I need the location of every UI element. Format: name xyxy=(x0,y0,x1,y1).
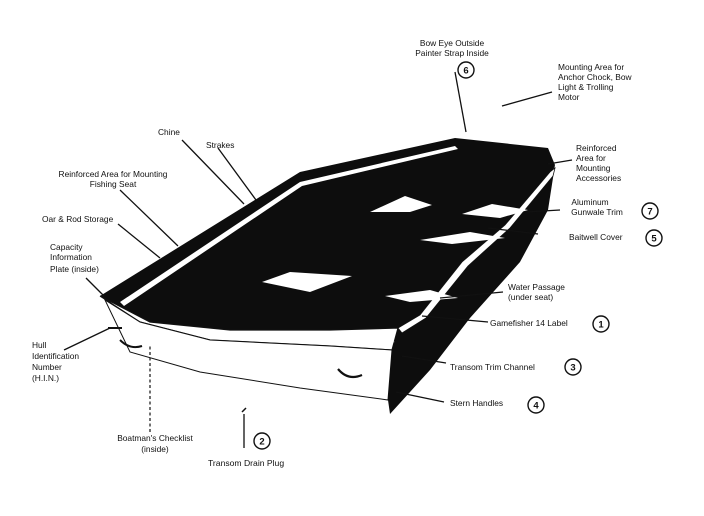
bow-handle xyxy=(119,339,143,349)
callout-4-circle xyxy=(527,396,545,414)
label-aluminum-line1: Aluminum xyxy=(571,197,608,207)
label-reinforced-acc-line3: Mounting xyxy=(576,163,611,173)
label-stern-handles: Stern Handles xyxy=(450,398,503,408)
callout-3-number: 3 xyxy=(570,363,575,374)
leader-hull-id xyxy=(63,327,111,351)
label-capacity-line2: Information xyxy=(50,252,92,262)
label-baitwell: Baitwell Cover xyxy=(569,232,623,242)
label-reinforced-seat-line2: Fishing Seat xyxy=(90,179,137,189)
label-hull-line4: (H.I.N.) xyxy=(32,373,59,383)
label-bow-eye-line1: Bow Eye Outside xyxy=(420,38,485,48)
leader-strakes xyxy=(217,147,257,201)
callout-6-circle xyxy=(457,61,475,79)
label-reinforced-acc-line1: Reinforced xyxy=(576,143,617,153)
leader-gamefisher xyxy=(421,315,489,323)
leader-baitwell xyxy=(487,227,539,235)
label-reinforced-accessories: Reinforced Area for Mounting Accessories xyxy=(576,143,621,183)
seat-patch-bow xyxy=(370,196,432,212)
label-hull-line1: Hull xyxy=(32,340,47,350)
leader-stern-handles xyxy=(395,391,445,403)
label-checklist-line2: (inside) xyxy=(141,444,169,454)
callout-1: 1 xyxy=(592,315,610,333)
seat-patch-stern xyxy=(330,336,395,346)
callout-5-circle xyxy=(645,229,663,247)
label-mounting-area: Mounting Area for Anchor Chock, Bow Ligh… xyxy=(558,62,632,102)
label-hull-line2: Identification xyxy=(32,351,79,361)
boat-illustration xyxy=(99,138,556,414)
label-checklist-line1: Boatman's Checklist xyxy=(117,433,193,443)
label-strakes: Strakes xyxy=(206,140,234,150)
seat-patch-mid xyxy=(420,232,505,244)
label-drain-plug: Transom Drain Plug xyxy=(208,458,284,468)
leader-transom-trim xyxy=(401,355,447,364)
callout-5: 5 xyxy=(645,229,663,247)
hin-mark xyxy=(108,327,122,329)
callout-7-circle xyxy=(641,202,659,220)
label-bow-eye: Bow Eye Outside Painter Strap Inside xyxy=(415,38,489,58)
label-mounting-area-line2: Anchor Chock, Bow xyxy=(558,72,632,82)
label-transom-trim: Transom Trim Channel xyxy=(450,362,535,372)
leader-aluminum xyxy=(525,209,561,213)
label-capacity-line1: Capacity xyxy=(50,242,83,252)
drain-plug-mark xyxy=(241,407,247,413)
label-mounting-area-line4: Motor xyxy=(558,92,580,102)
callout-4: 4 xyxy=(527,396,545,414)
label-capacity-line3: Plate (inside) xyxy=(50,264,99,274)
boat-interior xyxy=(100,138,555,330)
callout-5-number: 5 xyxy=(651,234,657,245)
callout-1-number: 1 xyxy=(598,320,604,331)
seat-patch-center xyxy=(262,272,352,292)
leader-chine xyxy=(181,139,245,205)
leader-reinforced-seat xyxy=(119,189,179,247)
label-oar-rod: Oar & Rod Storage xyxy=(42,214,114,224)
callout-2-number: 2 xyxy=(259,437,264,448)
label-water-passage: Water Passage (under seat) xyxy=(508,282,565,302)
label-reinforced-acc-line4: Accessories xyxy=(576,173,621,183)
callout-3-circle xyxy=(564,358,582,376)
stern-handle xyxy=(337,368,363,379)
label-capacity: Capacity Information Plate (inside) xyxy=(50,242,99,274)
callout-7-number: 7 xyxy=(647,207,652,218)
leader-water xyxy=(439,291,504,299)
seat-patch-center-2 xyxy=(385,290,458,302)
callout-4-number: 4 xyxy=(533,401,539,412)
leader-oar-rod xyxy=(117,223,161,259)
leader-bow-eye xyxy=(454,71,467,133)
leader-lines xyxy=(63,71,573,448)
label-reinforced-seat-line1: Reinforced Area for Mounting xyxy=(59,169,168,179)
callout-2: 2 xyxy=(253,432,271,450)
transom xyxy=(388,165,555,414)
label-hull-line3: Number xyxy=(32,362,62,372)
label-bow-eye-line2: Painter Strap Inside xyxy=(415,48,489,58)
label-water-line2: (under seat) xyxy=(508,292,553,302)
seat-patch-bow-2 xyxy=(462,204,528,218)
callout-6: 6 xyxy=(457,61,475,79)
leader-capacity xyxy=(85,277,105,297)
label-checklist: Boatman's Checklist (inside) xyxy=(117,433,193,454)
label-mounting-area-line1: Mounting Area for xyxy=(558,62,624,72)
label-gamefisher: Gamefisher 14 Label xyxy=(490,318,568,328)
label-water-line1: Water Passage xyxy=(508,282,565,292)
label-aluminum-trim: Aluminum Gunwale Trim xyxy=(571,197,623,217)
label-reinforced-seat: Reinforced Area for Mounting Fishing Sea… xyxy=(59,169,168,189)
leader-mounting-area xyxy=(501,91,553,107)
leader-reinforced-acc xyxy=(547,159,573,165)
callout-1-circle xyxy=(592,315,610,333)
label-mounting-area-line3: Light & Trolling xyxy=(558,82,614,92)
label-hull-id: Hull Identification Number (H.I.N.) xyxy=(32,340,79,383)
callout-2-circle xyxy=(253,432,271,450)
label-aluminum-line2: Gunwale Trim xyxy=(571,207,623,217)
label-chine: Chine xyxy=(158,127,180,137)
label-reinforced-acc-line2: Area for xyxy=(576,153,606,163)
callout-6-number: 6 xyxy=(463,66,468,77)
callout-3: 3 xyxy=(564,358,582,376)
gunwale-trim-band xyxy=(397,166,556,334)
callout-7: 7 xyxy=(641,202,659,220)
